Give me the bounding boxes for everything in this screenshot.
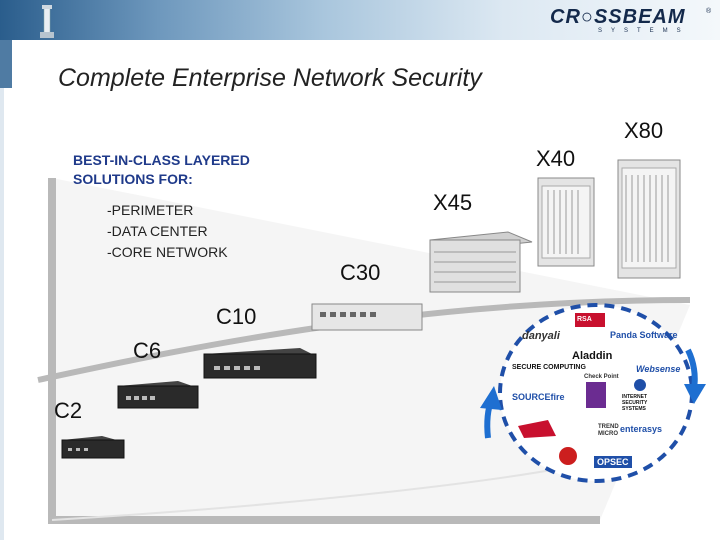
partner-danyali: danyali [522,330,560,342]
rsa-logo-box [575,313,605,327]
slide-title: Complete Enterprise Network Security [58,64,482,92]
model-label-x45: X45 [433,190,473,215]
model-label-x80: X80 [624,118,664,143]
model-label-c2: C2 [54,398,83,423]
model-label-c10: C10 [216,304,257,329]
iss-logo-mark [634,379,646,391]
appliance-c10-image [203,348,317,379]
solutions-heading-line1: BEST-IN-CLASS LAYERED [73,152,250,168]
chassis-x45-image [429,231,533,293]
list-item: -PERIMETER [107,202,194,218]
partner-rsa: RSA [577,316,592,323]
partner-secure-computing: SECURE COMPUTING [512,364,586,371]
partner-checkpoint: Check Point [584,374,619,380]
list-item: -CORE NETWORK [107,244,228,260]
partner-iss: INTERNET SECURITY SYSTEMS [622,394,648,412]
side-accent-bar [0,40,12,88]
arrow-down-icon [684,384,706,404]
lighthouse-icon [40,5,54,38]
kaspersky-logo-mark [559,447,577,465]
crossbeam-logo: CR○SSBEAM SYSTEMS ® [550,6,715,40]
solutions-heading-line2: SOLUTIONS FOR: [73,171,193,187]
chassis-x80-image [617,159,681,279]
chassis-x40-image [537,177,595,267]
model-label-c30: C30 [340,260,381,285]
appliance-c30-image [311,303,423,331]
model-label-c6: C6 [133,338,162,363]
partner-opsec: OPSEC [594,456,632,468]
partner-panda: Panda Software [610,330,678,340]
solution-list: -PERIMETER -DATA CENTER -CORE NETWORK [107,200,228,263]
appliance-c6-image [117,381,199,409]
sophos-logo-mark [518,420,556,438]
partner-aladdin: Aladdin [572,350,613,362]
list-item: -DATA CENTER [107,223,208,239]
header-banner [0,0,720,40]
arrow-up-icon [480,386,502,410]
partner-sourcefire: SOURCEfire [512,392,565,402]
model-label-x40: X40 [536,146,576,171]
checkpoint-logo-box [586,382,606,408]
partner-trend: TREND MICRO [598,424,619,437]
partner-enterasys: enterasys [620,424,663,434]
registered-mark: ® [706,8,712,15]
solutions-heading: BEST-IN-CLASS LAYERED SOLUTIONS FOR: [73,151,250,189]
appliance-c2-image [61,436,125,459]
logo-wordmark: CR○SSBEAM [550,6,686,28]
side-accent-line [0,88,4,540]
partner-websense: Websense [636,364,681,374]
logo-subtitle: SYSTEMS [598,28,690,34]
